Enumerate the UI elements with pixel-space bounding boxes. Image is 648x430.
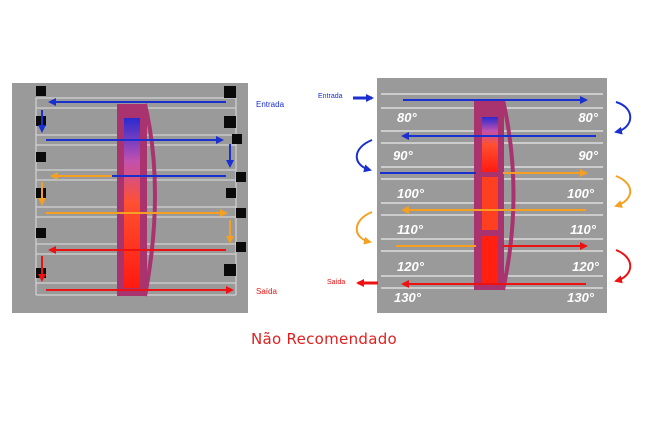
temp-right-130: 130°: [567, 290, 595, 305]
right-rails: [381, 93, 603, 289]
temp-left-100: 100°: [397, 186, 425, 201]
right-return-blue-2: [355, 139, 373, 173]
temp-right-120: 120°: [572, 259, 600, 274]
left-panel: Entrada Saída: [12, 83, 285, 313]
right-return-arrows: [355, 101, 632, 284]
temp-left-110: 110°: [397, 222, 424, 237]
right-entrada-label: Entrada: [318, 93, 343, 100]
temp-right-100: 100°: [567, 186, 595, 201]
right-panel: Entrada Saída 80° 90° 100° 110° 120° 130…: [318, 78, 632, 313]
temp-left-90: 90°: [393, 148, 413, 163]
right-return-orange-2: [355, 211, 373, 245]
left-heater: [117, 103, 157, 297]
temp-right-80: 80°: [578, 110, 598, 125]
right-return-orange-1: [614, 175, 632, 208]
left-saida-label: Saída: [256, 287, 277, 296]
right-saida-label: Saída: [327, 279, 345, 286]
temp-left-80: 80°: [397, 110, 417, 125]
right-temps-right: 80° 90° 100° 110° 120° 130°: [567, 110, 600, 305]
temp-right-90: 90°: [578, 148, 598, 163]
caption: Não Recomendado: [250, 330, 398, 348]
right-flow-arrows: [380, 96, 596, 288]
right-return-blue-1: [614, 101, 632, 135]
diagram-canvas: Entrada Saída: [12, 78, 632, 313]
temp-left-130: 130°: [394, 290, 422, 305]
left-entrada-label: Entrada: [256, 100, 285, 109]
temp-left-120: 120°: [397, 259, 425, 274]
right-heater: [474, 99, 516, 291]
right-return-red-1: [614, 249, 632, 284]
temp-right-110: 110°: [570, 222, 597, 237]
right-temps-left: 80° 90° 100° 110° 120° 130°: [393, 110, 425, 305]
left-flow-arrows: [38, 98, 234, 294]
